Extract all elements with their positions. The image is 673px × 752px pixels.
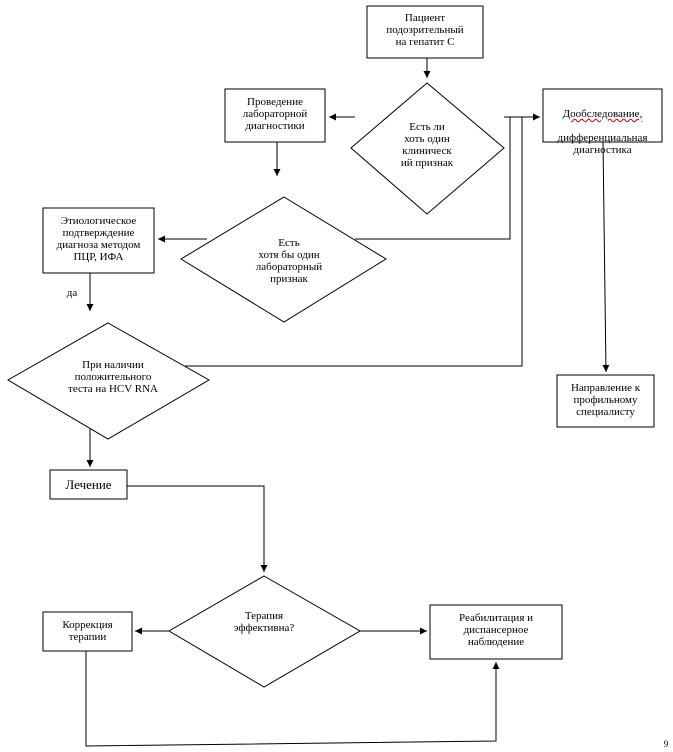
decision-positive [7, 322, 211, 440]
box-further-exam [542, 88, 663, 143]
line-positive-to-exam [185, 117, 523, 367]
label-positive-decision: При наличии положительного теста на HCV … [68, 359, 158, 395]
label-clinical-decision: Есть ли хоть один клиническ ий признак [400, 121, 454, 169]
label-lab-decision: Есть хотя бы один лабораторный признак [255, 237, 323, 285]
label-treatment: Лечение [65, 477, 112, 492]
decision-effective [168, 575, 361, 688]
label-correction: Коррекция терапии [62, 619, 113, 643]
decision-lab [180, 196, 387, 323]
box-treatment [49, 469, 128, 500]
label-further-exam-line1: Дообследование, [562, 108, 643, 120]
page-number: 9 [663, 739, 669, 749]
arrow-exam-to-referral [602, 141, 610, 373]
label-further-exam: Дообследование, дифференциальная диагнос… [543, 96, 662, 156]
arrow-correction-to-rehab [85, 651, 500, 747]
decision-clinical [350, 82, 505, 215]
arrow-treatment-to-effective [127, 485, 268, 572]
box-rehab [429, 604, 563, 660]
label-patient: Пациент подозрительный на гепатит С [386, 12, 464, 48]
edge-label-yes: да [66, 287, 78, 299]
box-etiology [42, 207, 155, 274]
label-further-exam-line2: дифференциальная диагностика [557, 132, 648, 156]
box-patient [366, 5, 484, 59]
box-lab-diagnostics [224, 88, 326, 143]
label-lab-diagnostics: Проведение лабораторной диагностики [242, 96, 308, 132]
box-correction [42, 611, 133, 652]
label-rehab: Реабилитация и диспансерное наблюдение [458, 612, 534, 648]
label-referral: Направление к профильному специалисту [570, 382, 641, 418]
line-labdecision-to-exam [355, 117, 511, 240]
label-etiology: Этиологическое подтверждение диагноза ме… [56, 215, 141, 263]
box-referral [556, 374, 655, 428]
label-effective-decision: Терапия эффективна? [233, 610, 295, 634]
